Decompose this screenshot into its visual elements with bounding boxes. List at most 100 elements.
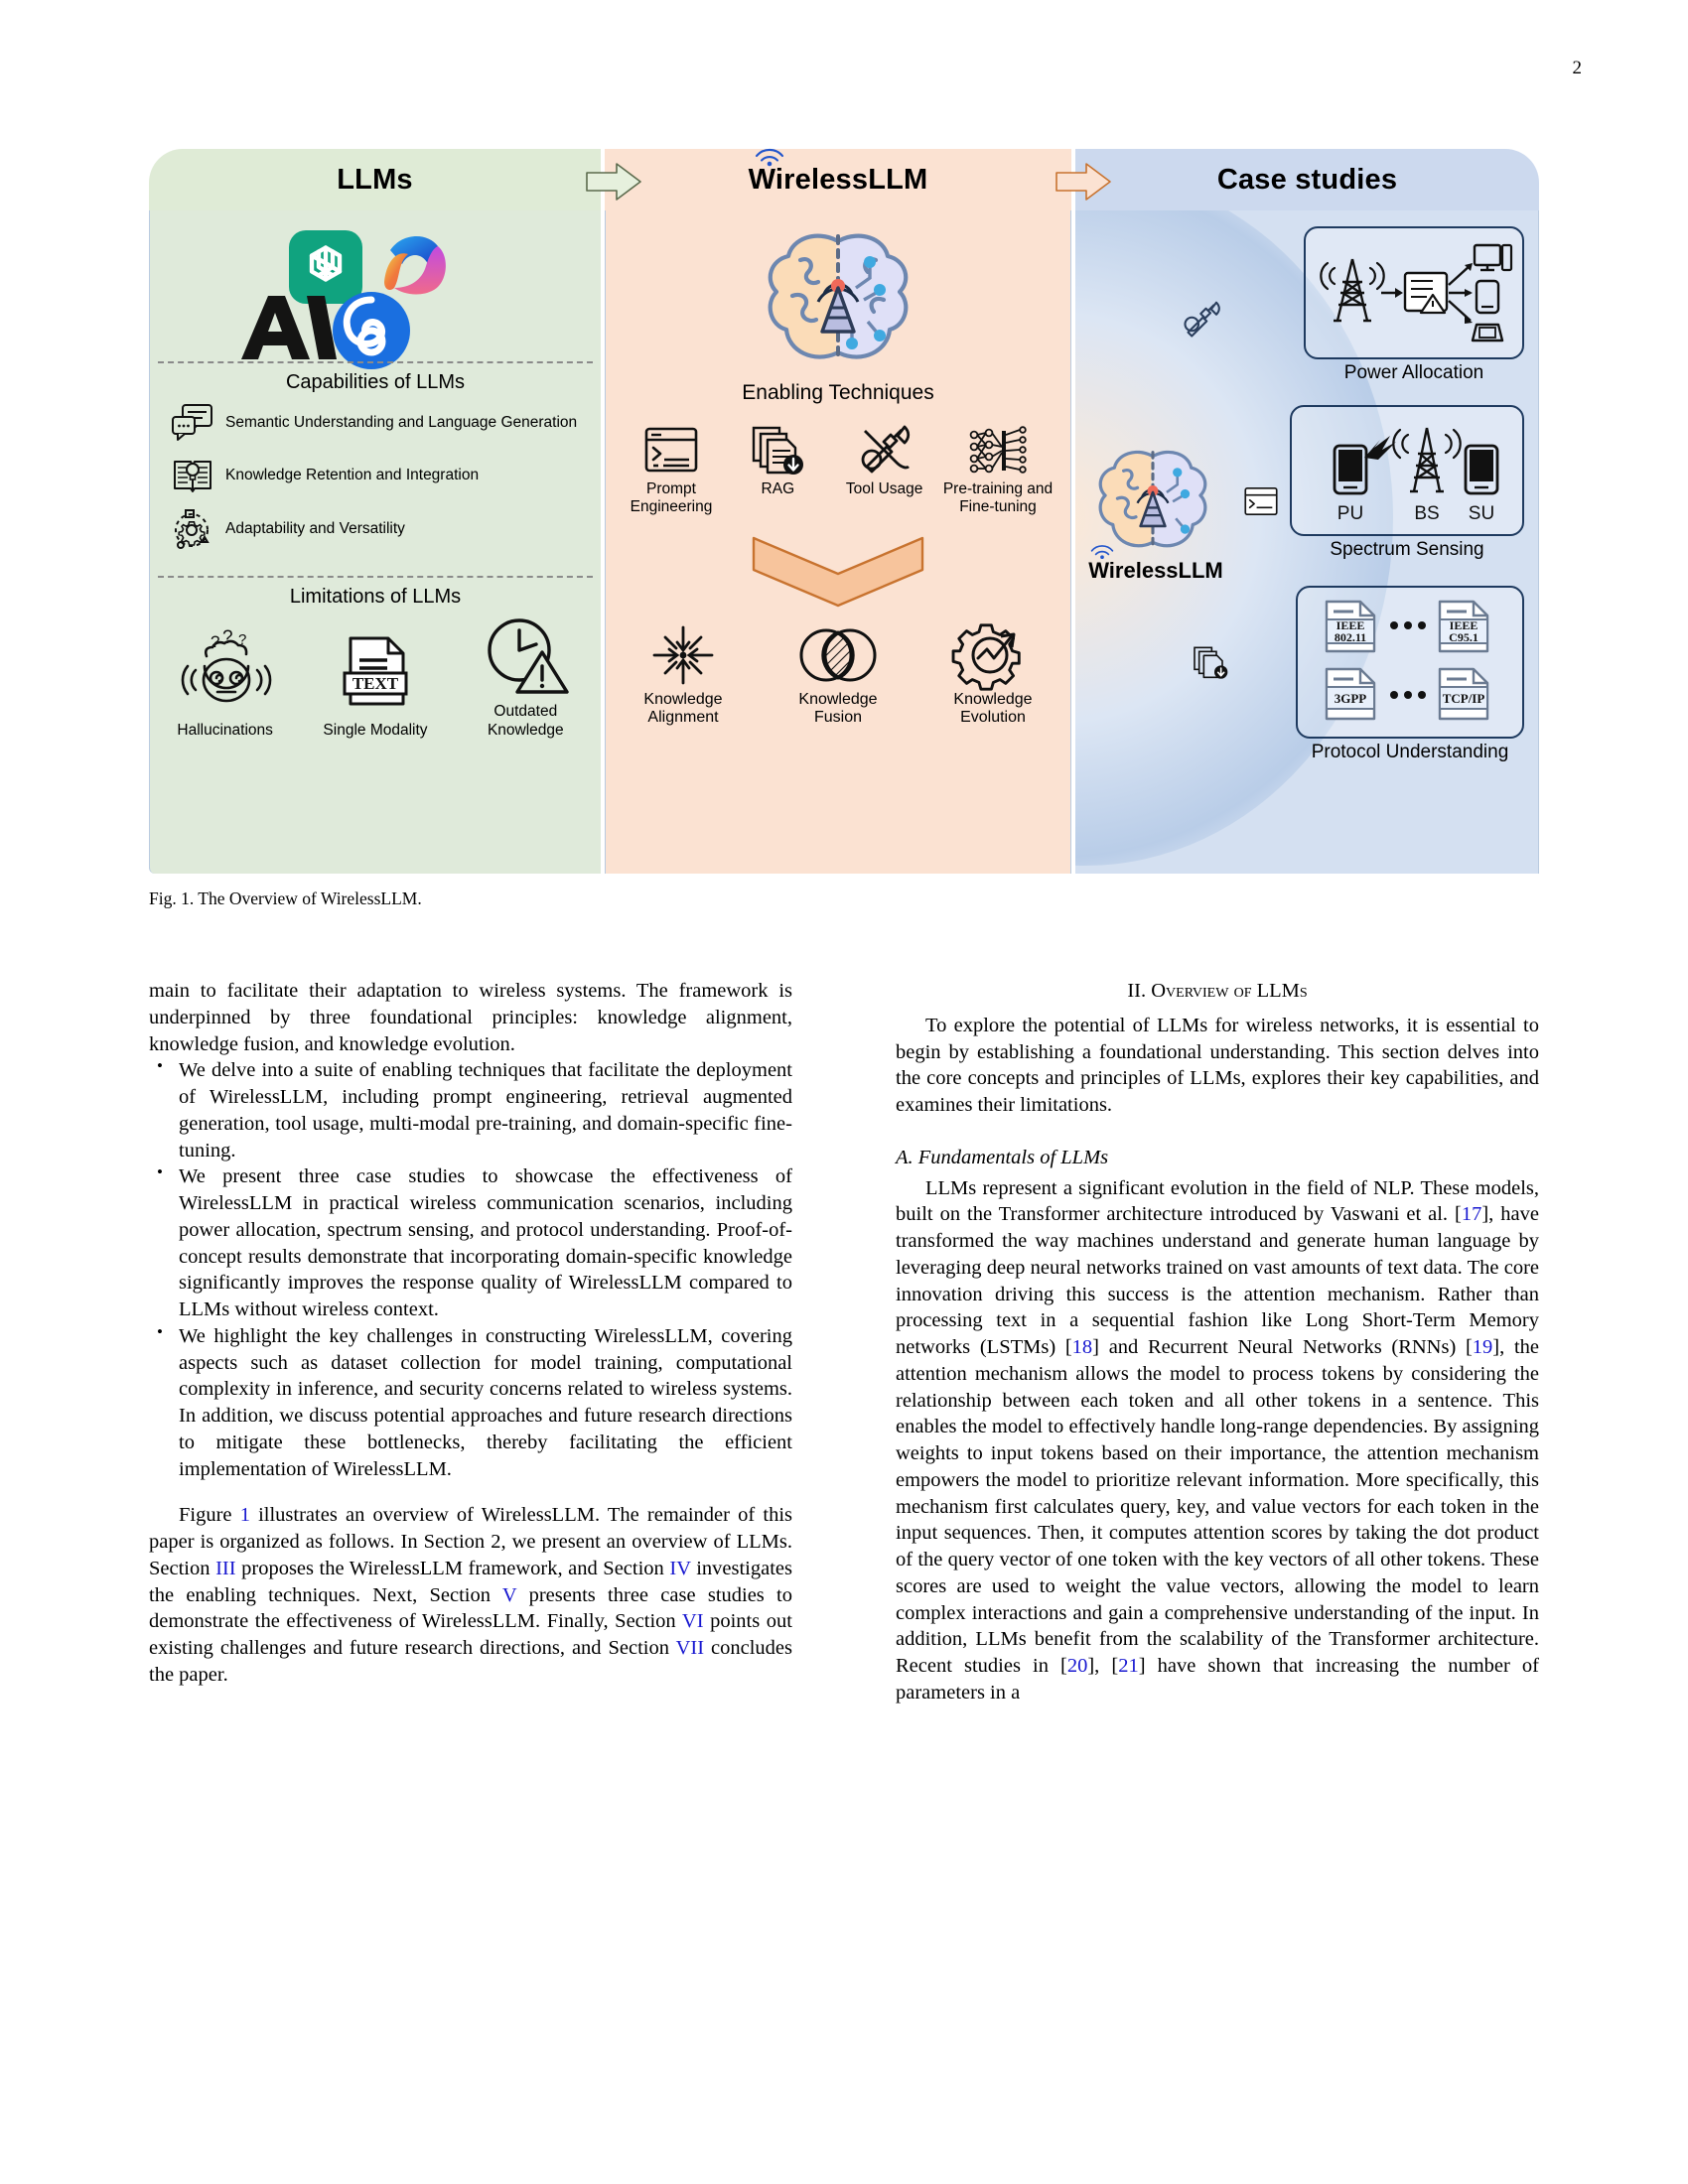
figure-reference-link[interactable]: 1	[239, 1504, 250, 1527]
svg-text:PU: PU	[1337, 503, 1363, 524]
svg-text:3GPP: 3GPP	[1335, 691, 1367, 706]
case-protocol-understanding: IEEE 802.11 IEEE C95.1	[1296, 586, 1524, 763]
limitation-label: Hallucinations	[177, 721, 273, 739]
divider-limitations	[158, 576, 593, 578]
open-book-bulb-icon	[174, 461, 211, 492]
body-text: ] have shown that increasing the number …	[896, 1655, 1540, 1704]
svg-text:?: ?	[211, 632, 219, 651]
panel-wirelessllm-header: WirelessLLM	[605, 148, 1071, 210]
terminal-prompt-icon	[644, 427, 698, 473]
outdated-clock-warning-icon	[488, 618, 570, 694]
left-column: main to facilitate their adaptation to w…	[149, 978, 792, 1689]
citation-18-link[interactable]: 18	[1071, 1336, 1093, 1358]
protocol-documents-icon: IEEE 802.11 IEEE C95.1	[1325, 600, 1489, 721]
panel-wirelessllm: WirelessLLM	[605, 148, 1071, 874]
section-iv-link[interactable]: IV	[669, 1557, 691, 1579]
limitations-title: Limitations of LLMs	[289, 586, 462, 608]
citation-19-link[interactable]: 19	[1472, 1336, 1493, 1358]
chat-bubbles-icon	[172, 404, 212, 441]
outline-text: concludes the paper.	[149, 1637, 792, 1686]
fundamentals-paragraph: LLMs represent a significant evolution i…	[896, 1175, 1539, 1706]
section-vii-link[interactable]: VII	[675, 1637, 705, 1659]
rag-connector-icon	[1194, 646, 1228, 679]
limitation-cell: Outdated Knowledge	[462, 614, 589, 740]
list-item: We present three case studies to showcas…	[149, 1161, 792, 1323]
limitation-label: Outdated Knowledge	[487, 703, 564, 739]
technique-cell: Prompt Engineering	[620, 419, 723, 516]
divider-capabilities	[158, 361, 593, 363]
technique-label: Pre-training and Fine-tuning	[942, 480, 1054, 515]
tools-wrench-screwdriver-icon	[861, 425, 910, 474]
neural-network-icon	[969, 426, 1027, 474]
case-label: Protocol Understanding	[1311, 742, 1509, 762]
principle-label: Knowledge Alignment	[643, 690, 723, 727]
rag-documents-icon	[753, 426, 804, 475]
gear-adaptability-icon	[175, 509, 210, 549]
capability-row: Adaptability and Versatility	[172, 509, 601, 549]
gemini-logo-icon	[333, 292, 410, 369]
figure-overview: LLMs	[149, 148, 1539, 874]
figure-caption: Fig. 1. The Overview of WirelessLLM.	[149, 888, 422, 908]
svg-text:SU: SU	[1469, 503, 1494, 524]
svg-text:TEXT: TEXT	[352, 674, 399, 693]
body-text: ], [	[1087, 1655, 1119, 1677]
body-text: ] and Recurrent Neural Networks (RNNs) [	[1092, 1336, 1473, 1358]
power-allocation-diagram-icon	[1320, 243, 1513, 342]
svg-text:C95.1: C95.1	[1449, 630, 1478, 644]
capability-label: Semantic Understanding and Language Gene…	[225, 413, 578, 431]
tools-connector-icon	[1184, 301, 1220, 338]
body-text: LLMs represent a significant evolution i…	[896, 1176, 1539, 1226]
outline-text: proposes the WirelessLLM framework, and …	[235, 1557, 670, 1579]
capability-row: Semantic Understanding and Language Gene…	[172, 404, 601, 442]
principle-label: Knowledge Fusion	[798, 690, 878, 727]
case-spectrum-sensing: PU BS SU Spectrum Sensing	[1290, 405, 1524, 561]
citation-20-link[interactable]: 20	[1066, 1655, 1088, 1677]
page-number: 2	[1572, 58, 1583, 78]
copilot-logo-icon	[384, 235, 446, 295]
outline-text: presents three case studies to demonstra…	[149, 1583, 792, 1633]
principle-cell: Knowledge Alignment	[620, 619, 747, 728]
limitation-cell: TEXT Single Modality	[312, 632, 439, 740]
capability-row: Knowledge Retention and Integration	[172, 456, 601, 495]
wireless-brain-icon	[606, 226, 1070, 375]
limitation-label: Single Modality	[323, 721, 428, 739]
body-text: ], have transformed the way machines und…	[896, 1203, 1539, 1358]
wifi-icon	[1090, 545, 1114, 560]
case-label: Power Allocation	[1343, 362, 1484, 383]
capabilities-title: Capabilities of LLMs	[285, 371, 466, 393]
technique-cell: Pre-training and Fine-tuning	[939, 419, 1056, 516]
center-wirelessllm-brain-icon	[1085, 445, 1220, 565]
svg-text:802.11: 802.11	[1335, 630, 1366, 644]
list-item: We delve into a suite of enabling techni…	[149, 1055, 792, 1163]
section-intro-paragraph: To explore the potential of LLMs for wir…	[896, 1014, 1539, 1116]
technique-cell: Tool Usage	[833, 419, 936, 516]
section-heading: II. Overview of LLMs	[1127, 980, 1308, 1002]
section-iii-link[interactable]: III	[215, 1557, 236, 1579]
limitation-cell: ? ? ? Hallucinations	[162, 627, 289, 740]
svg-text:?: ?	[238, 631, 246, 648]
svg-text:IEEE: IEEE	[1336, 618, 1365, 632]
panel-llms-header: LLMs	[149, 149, 601, 210]
principle-cell: Knowledge Evolution	[929, 619, 1056, 728]
right-column: II. Overview of LLMs To explore the pote…	[896, 978, 1539, 1706]
outline-text: investigates the enabling techniques. Ne…	[149, 1557, 792, 1606]
panel-llms: LLMs	[149, 149, 601, 874]
citation-17-link[interactable]: 17	[1461, 1203, 1482, 1226]
section-vi-link[interactable]: VI	[681, 1610, 704, 1633]
techniques-title: Enabling Techniques	[742, 381, 934, 404]
paper-outline-paragraph: Figure 1 illustrates an overview of Wire…	[149, 1502, 792, 1688]
svg-text:TCP/IP: TCP/IP	[1443, 691, 1485, 706]
wifi-icon	[755, 148, 783, 166]
citation-21-link[interactable]: 21	[1118, 1655, 1139, 1677]
capability-label: Knowledge Retention and Integration	[225, 466, 480, 483]
arrow-llms-to-wireless	[583, 161, 644, 203]
section-v-link[interactable]: V	[501, 1583, 517, 1606]
panel-case-studies-header: Case studies	[1075, 149, 1539, 210]
capability-label: Adaptability and Versatility	[225, 519, 405, 537]
contribution-list: We delve into a suite of enabling techni…	[149, 1055, 792, 1482]
terminal-connector-icon	[1244, 486, 1278, 516]
technique-cell: RAG	[726, 419, 829, 516]
knowledge-evolution-icon	[951, 623, 1021, 691]
case-label: Spectrum Sensing	[1330, 539, 1484, 560]
